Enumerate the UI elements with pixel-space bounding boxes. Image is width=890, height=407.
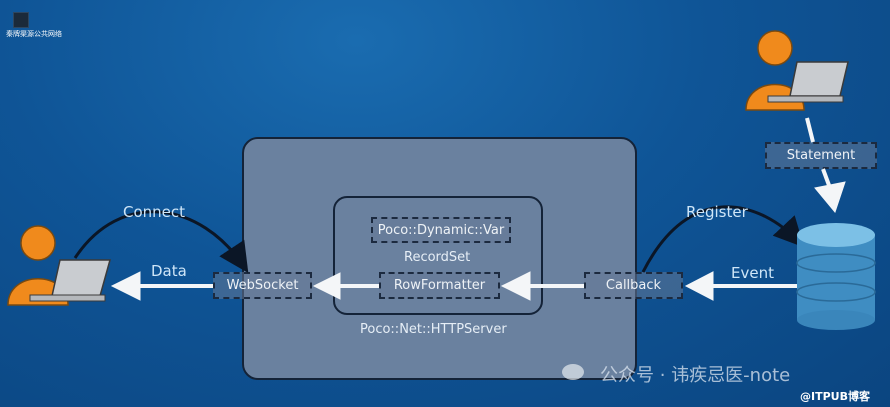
recordset-box <box>333 196 543 315</box>
statement-arrow-head <box>814 181 846 214</box>
left-user-icon <box>7 225 111 306</box>
data-label: Data <box>151 262 187 280</box>
connect-arrow <box>73 210 249 274</box>
statement-box: Statement <box>765 142 877 169</box>
connect-label: Connect <box>123 203 186 221</box>
corner-logo-icon <box>13 12 29 28</box>
event-arrow-head <box>684 271 714 301</box>
wechat-watermark: 公众号 · 讳疾忌医-note <box>600 365 791 386</box>
callback-arrow-head <box>500 271 531 301</box>
callback-box: Callback <box>584 272 683 299</box>
wechat-icon <box>562 364 584 380</box>
http-server-label: Poco::Net::HTTPServer <box>360 322 507 337</box>
formatter-arrow-head <box>312 272 341 300</box>
row-formatter-box: RowFormatter <box>379 272 500 299</box>
event-label: Event <box>731 264 774 282</box>
statement-arrow-line-top <box>805 117 815 143</box>
top-user-icon <box>745 30 849 111</box>
data-arrow-head <box>110 271 141 301</box>
itpub-watermark: @ITPUB博客 <box>800 390 870 403</box>
register-label: Register <box>686 203 748 221</box>
register-arrow <box>641 205 805 273</box>
dynamic-var-box: Poco::Dynamic::Var <box>371 217 511 243</box>
recordset-label: RecordSet <box>404 250 471 265</box>
database-icon <box>796 223 876 330</box>
corner-logo-text: 秦牌渠源公共网络 <box>6 30 62 38</box>
http-server-box <box>242 137 637 380</box>
websocket-box: WebSocket <box>213 272 312 299</box>
